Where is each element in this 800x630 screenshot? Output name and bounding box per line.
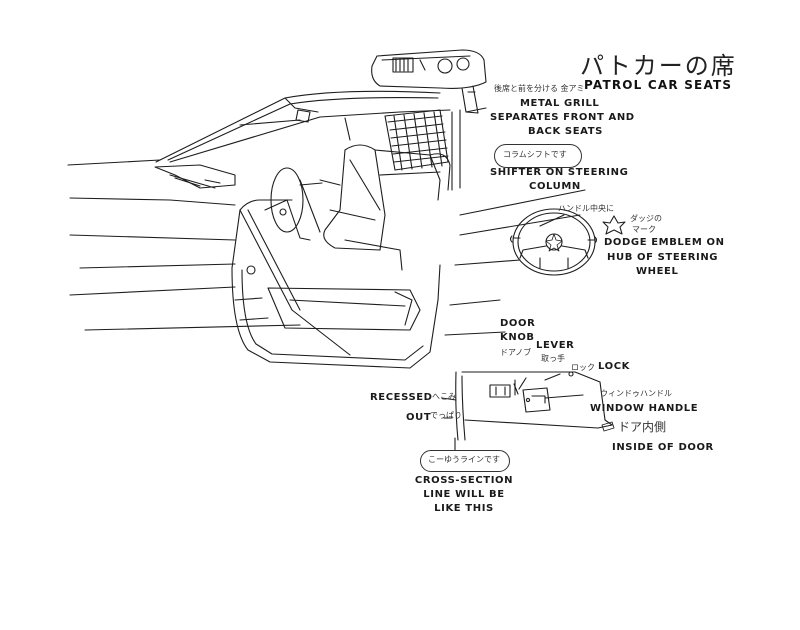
out-japanese: でっぱり [430, 411, 462, 420]
emblem-note-japanese-2: マーク [632, 225, 656, 234]
inside-door-japanese: ドア内側 [618, 420, 667, 434]
shifter-note-bubble [494, 144, 582, 168]
recessed-label: RECESSED [370, 392, 433, 403]
wheel-note-line-1: DODGE EMBLEM ON [604, 237, 725, 248]
cross-section-line-1: CROSS-SECTION [414, 475, 514, 486]
inside-door-detail [455, 371, 615, 441]
door-knob-japanese: ドアノブ [500, 348, 532, 357]
wheel-note-line-2: HUB OF STEERING [607, 252, 719, 263]
lever-japanese: 取っ手 [541, 354, 565, 363]
shifter-note-japanese: コラムシフトです [503, 150, 567, 159]
door-knob-line-2: KNOB [500, 332, 535, 343]
wheel-note-japanese: ハンドル中央に [558, 204, 614, 213]
cross-section-line-3: LIKE THIS [434, 503, 494, 514]
cross-section-line-2: LINE WILL BE [423, 489, 505, 500]
cross-section-japanese: こーゆうラインです [428, 455, 500, 464]
grill-note-line-1: METAL GRILL [520, 98, 600, 109]
title-japanese: パトカーの席 [580, 52, 737, 80]
shifter-note-line-1: SHIFTER ON STEERING [490, 167, 629, 178]
grill-note-japanese: 後席と前を分ける 金アミ [494, 84, 585, 93]
steering-wheel-detail [509, 208, 598, 276]
inside-door-label: INSIDE OF DOOR [612, 442, 714, 453]
car-body-lines [67, 90, 586, 369]
grill-note-line-3: BACK SEATS [528, 126, 603, 137]
light-bar [371, 49, 487, 114]
dodge-emblem [602, 215, 626, 235]
window-handle-label: WINDOW HANDLE [590, 403, 699, 414]
leader-lines [441, 107, 584, 451]
recessed-japanese: へこみ [432, 392, 456, 401]
window-handle-japanese: ウィンドゥハンドル [600, 389, 672, 398]
grill-note-line-2: SEPARATES FRONT AND [490, 112, 635, 123]
emblem-note-japanese-1: ダッジの [630, 214, 662, 223]
shifter-note-line-2: COLUMN [529, 181, 581, 192]
title-english: PATROL CAR SEATS [584, 78, 733, 92]
wheel-note-line-3: WHEEL [636, 266, 679, 277]
cross-section-bubble [420, 450, 510, 472]
lock-label: LOCK [598, 361, 631, 372]
out-label: OUT [406, 412, 432, 423]
lever-label: LEVER [536, 340, 575, 351]
door-knob-line-1: DOOR [500, 318, 536, 329]
lock-japanese: ロック [571, 363, 595, 372]
